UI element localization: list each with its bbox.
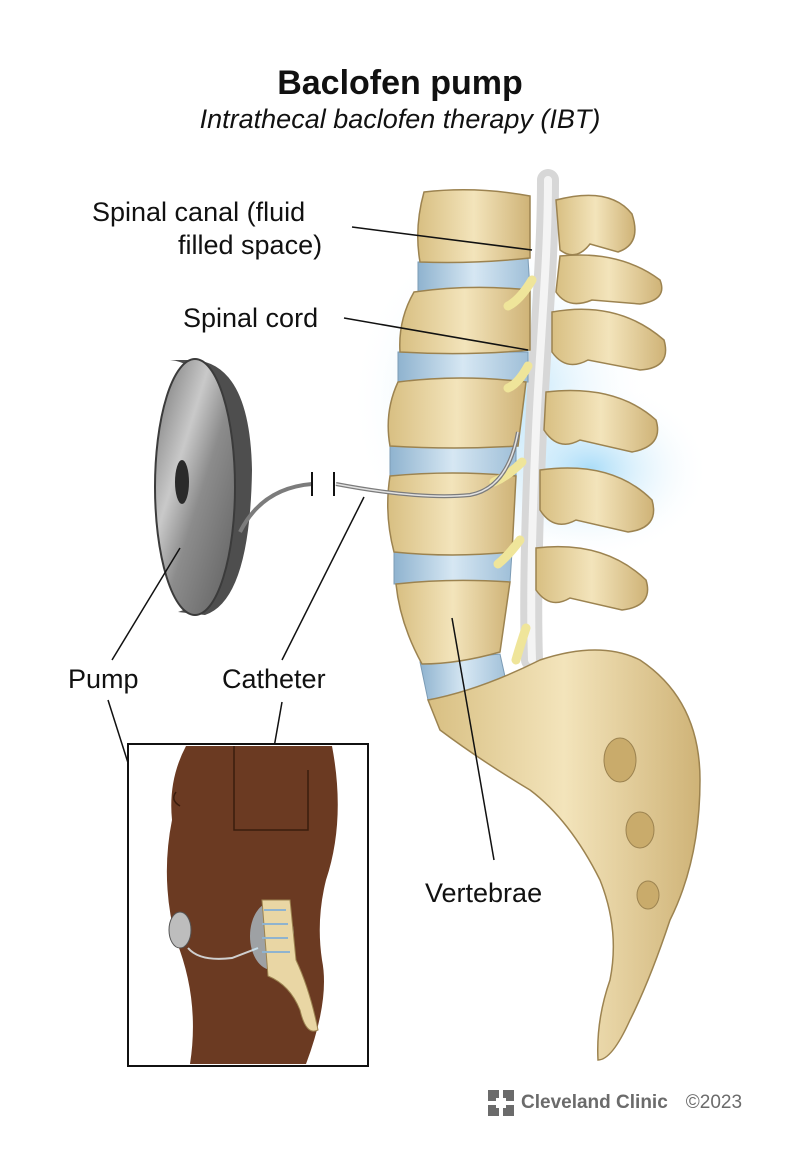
vertebrae xyxy=(387,189,701,1061)
footer-brand: Cleveland Clinic xyxy=(521,1092,668,1113)
footer: Cleveland Clinic ©2023 xyxy=(488,1090,742,1116)
pump-device xyxy=(154,358,252,616)
label-spinal-canal-1: Spinal canal (fluid xyxy=(92,197,306,227)
label-vertebrae: Vertebrae xyxy=(425,878,543,908)
diagram-title: Baclofen pump xyxy=(277,64,523,102)
inset-figure xyxy=(127,743,369,1067)
label-pump: Pump xyxy=(68,664,139,694)
label-spinal-canal-2: filled space) xyxy=(178,230,323,260)
spinal-cord xyxy=(520,169,559,671)
diagram-subtitle: Intrathecal baclofen therapy (IBT) xyxy=(199,104,601,134)
label-spinal-cord: Spinal cord xyxy=(183,303,319,333)
label-catheter: Catheter xyxy=(222,664,326,694)
footer-copyright: ©2023 xyxy=(685,1092,743,1113)
cleveland-clinic-logo-icon xyxy=(488,1090,514,1116)
catheter-line xyxy=(238,431,520,533)
